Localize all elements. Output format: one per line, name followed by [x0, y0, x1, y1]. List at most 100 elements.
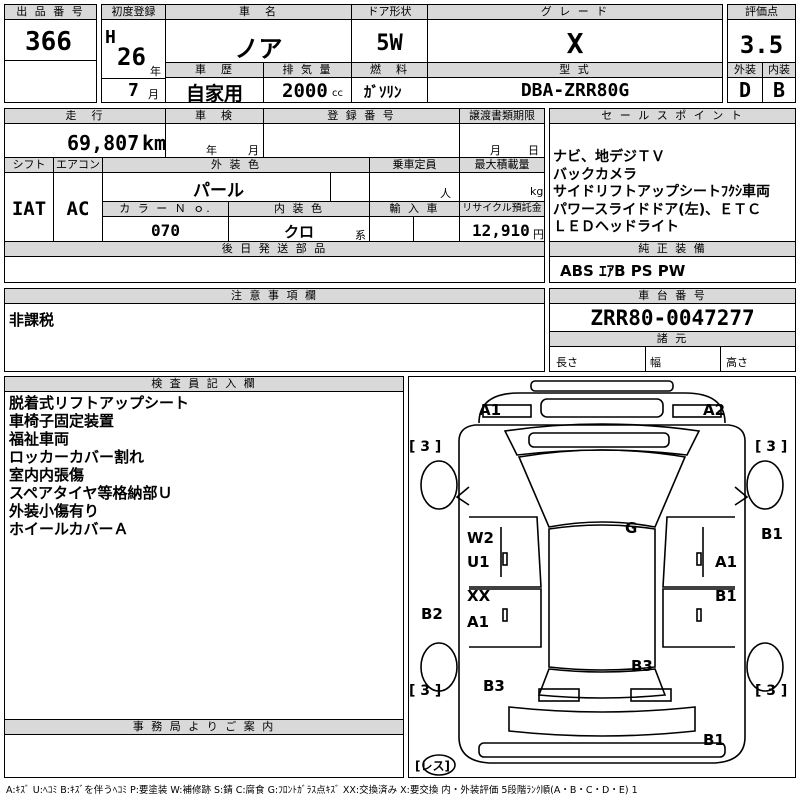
rating-score: 3.5	[739, 31, 784, 59]
capacity-cell: 乗車定員 人	[369, 157, 460, 202]
later-parts-header: 後 日 発 送 部 品	[5, 242, 544, 257]
genuine-equipment-header: 純 正 装 備	[550, 242, 795, 257]
inspection-year-unit: 年	[206, 144, 217, 157]
interior-color-suffix: 系	[355, 229, 366, 242]
office-notice-panel: 事 務 局 よ り ご 案 内	[4, 719, 404, 778]
vehicle-history: 自家用	[185, 83, 243, 105]
max-load-cell: 最大積載量 kg	[459, 157, 545, 202]
rating-header: 評価点	[728, 5, 795, 20]
inspector-notes-list: 脱着式リフトアップシート車椅子固定装置福祉車両ロッカーカバー割れ室内内張傷スペア…	[9, 394, 399, 538]
damage-b1-right-fender: B1	[715, 587, 737, 605]
rating-cell: 評価点 3.5	[727, 4, 796, 63]
tire-rear-left: [ 3 ]	[409, 683, 442, 699]
car-name: ノア	[234, 35, 283, 63]
inspection-header: 車 検	[166, 109, 263, 124]
shift-type: IAT	[11, 198, 47, 220]
lot-number-header: 出 品 番 号	[5, 5, 96, 20]
sales-point-item: ＬＥＤヘッドライト	[553, 219, 679, 235]
chassis-number-cell: 車 台 番 号 ZRR80-0047277	[549, 288, 796, 332]
car-name-cell: 車 名 ノア	[165, 4, 352, 63]
registration-number-header: 登 録 番 号	[264, 109, 459, 124]
damage-a2-front-right: A2	[703, 401, 726, 419]
sales-points-header: セ ー ル ス ポ イ ン ト	[550, 109, 795, 124]
transfer-deadline-cell: 譲渡書類期限 月 日	[459, 108, 545, 158]
inspector-note-item: 脱着式リフトアップシート	[9, 394, 190, 412]
genuine-equipment-cell: 純 正 装 備 ABS ｴｱB PS PW	[549, 241, 796, 283]
import-cell: 輸 入 車	[369, 201, 460, 242]
spare-tire-status: [レス]	[415, 759, 450, 773]
capacity-unit: 人	[440, 187, 451, 200]
lot-number-cell: 出 品 番 号 366	[4, 4, 97, 61]
damage-b2-left-rear: B2	[421, 605, 443, 623]
dimension-width: 幅	[650, 356, 661, 369]
inspection-cell: 車 検 年 月	[165, 108, 264, 158]
recycle-fee-header: リサイクル預託金	[460, 202, 544, 217]
grade: X	[566, 27, 584, 60]
dimensions-cell: 諸 元 長さ 幅 高さ	[549, 331, 796, 372]
damage-xx: XX	[467, 587, 491, 605]
exterior-grade-header: 外装	[728, 63, 762, 78]
inspector-notes-header: 検 査 員 記 入 欄	[5, 377, 403, 392]
exterior-color-header: 外 装 色	[103, 158, 369, 173]
capacity-header: 乗車定員	[370, 158, 459, 173]
recycle-fee: 12,910	[472, 221, 530, 240]
later-parts-cell: 後 日 発 送 部 品	[4, 241, 545, 283]
grade-cell: グ レ ー ド X	[427, 4, 723, 63]
grade-header: グ レ ー ド	[428, 5, 722, 20]
damage-b1-right-door: B1	[761, 525, 783, 543]
sales-point-item: ナビ、地デジＴＶ	[553, 149, 665, 165]
damage-legend: A:ｷｽﾞ U:ﾍｺﾐ B:ｷｽﾞを伴うﾍｺﾐ P:要塗装 W:補修跡 S:錆 …	[6, 785, 638, 796]
history-header: 車 歴	[166, 63, 263, 78]
chassis-number: ZRR80-0047277	[590, 306, 755, 330]
aircon-type: AC	[66, 198, 90, 220]
inspection-month-unit: 月	[248, 144, 259, 157]
year-unit: 年	[150, 65, 161, 78]
displacement: 2000	[282, 80, 328, 102]
registration-month-cell: 7 月	[101, 78, 166, 103]
displacement-unit: cc	[332, 88, 343, 99]
exterior-grade: D	[738, 78, 752, 102]
aircon-cell: エアコン AC	[53, 157, 103, 242]
color-no-cell: カ ラ ー Ｎ ｏ. 070	[102, 201, 229, 242]
fuel-type: ｶﾞｿﾘﾝ	[364, 83, 402, 101]
exterior-grade-cell: 外装 D	[727, 62, 763, 103]
interior-color: クロ	[284, 223, 315, 241]
color-no-header: カ ラ ー Ｎ ｏ.	[103, 202, 228, 217]
damage-diagram-panel: A1 A2 [ 3 ] [ 3 ] G W2 U1 B1 A1 XX A1 B1…	[408, 376, 796, 778]
transfer-day-unit: 日	[528, 144, 539, 157]
remarks-panel: 注 意 事 項 欄 非課税	[4, 288, 545, 372]
exterior-color: パール	[193, 181, 244, 201]
inspector-note-item: ホイールカバーＡ	[9, 520, 129, 538]
tire-front-left: [ 3 ]	[409, 439, 442, 455]
damage-a1-rear-left-door: A1	[467, 613, 490, 631]
dimension-length: 長さ	[556, 356, 578, 369]
remarks-text: 非課税	[9, 311, 55, 329]
registration-year: 26	[117, 43, 146, 71]
lot-number: 366	[25, 27, 72, 57]
color-no: 070	[151, 221, 180, 240]
mileage: 69,807	[67, 131, 140, 155]
history-cell: 車 歴 自家用	[165, 62, 264, 105]
fuel-header: 燃 料	[352, 63, 427, 78]
first-registration-cell: 初度登録 H 26 年	[101, 4, 166, 79]
shift-cell: シフト IAT	[4, 157, 54, 242]
lot-blank-cell	[4, 60, 97, 103]
model-code: DBA-ZRR80G	[520, 80, 630, 101]
inspector-notes-panel: 検 査 員 記 入 欄 脱着式リフトアップシート車椅子固定装置福祉車両ロッカーカ…	[4, 376, 404, 720]
interior-color-cell: 内 装 色 クロ 系	[228, 201, 370, 242]
door-type-cell: ドア形状 5W	[351, 4, 428, 63]
damage-w2: W2	[467, 529, 494, 547]
mileage-unit: km	[142, 131, 167, 155]
genuine-equipment: ABS ｴｱB PS PW	[560, 262, 686, 280]
tire-front-right: [ 3 ]	[755, 439, 788, 455]
recycle-fee-cell: リサイクル預託金 12,910 円	[459, 201, 545, 242]
office-notice-header: 事 務 局 よ り ご 案 内	[5, 720, 403, 735]
inspector-note-item: 外装小傷有り	[9, 502, 100, 520]
model-code-header: 型 式	[428, 63, 722, 78]
mileage-cell: 走 行 69,807 km	[4, 108, 166, 158]
inspector-note-item: 車椅子固定装置	[9, 412, 115, 430]
model-code-cell: 型 式 DBA-ZRR80G	[427, 62, 723, 103]
inspector-note-item: スペアタイヤ等格納部Ｕ	[9, 484, 173, 502]
